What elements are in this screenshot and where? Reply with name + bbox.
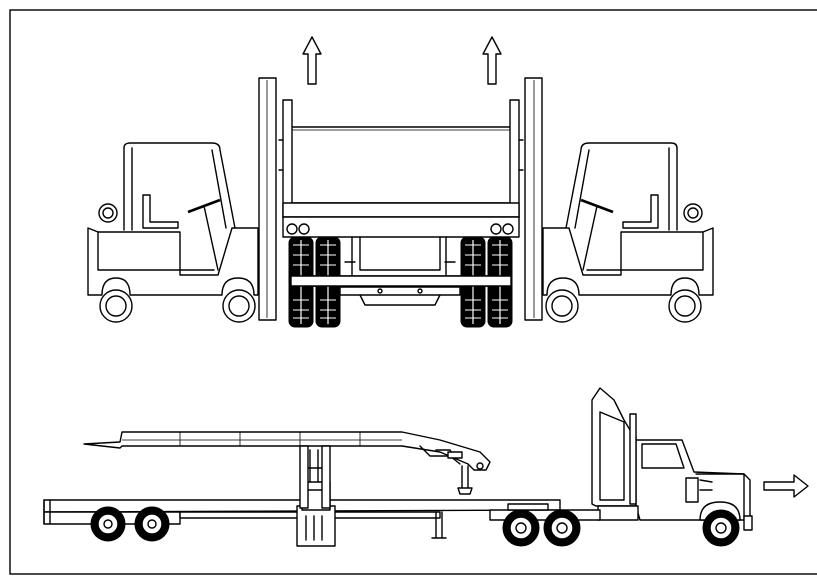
- forklift-right: [524, 77, 714, 323]
- forklift-middle: [296, 445, 336, 547]
- up-arrow-left: [302, 36, 322, 85]
- right-arrow: [763, 474, 809, 498]
- forklift-left: [87, 77, 277, 323]
- gooseneck-deck-lifted: [83, 431, 491, 495]
- tractor-truck: [489, 387, 753, 547]
- trailer-rear-view: [278, 99, 524, 328]
- figure-frame: [9, 9, 817, 575]
- up-arrow-right: [482, 36, 502, 85]
